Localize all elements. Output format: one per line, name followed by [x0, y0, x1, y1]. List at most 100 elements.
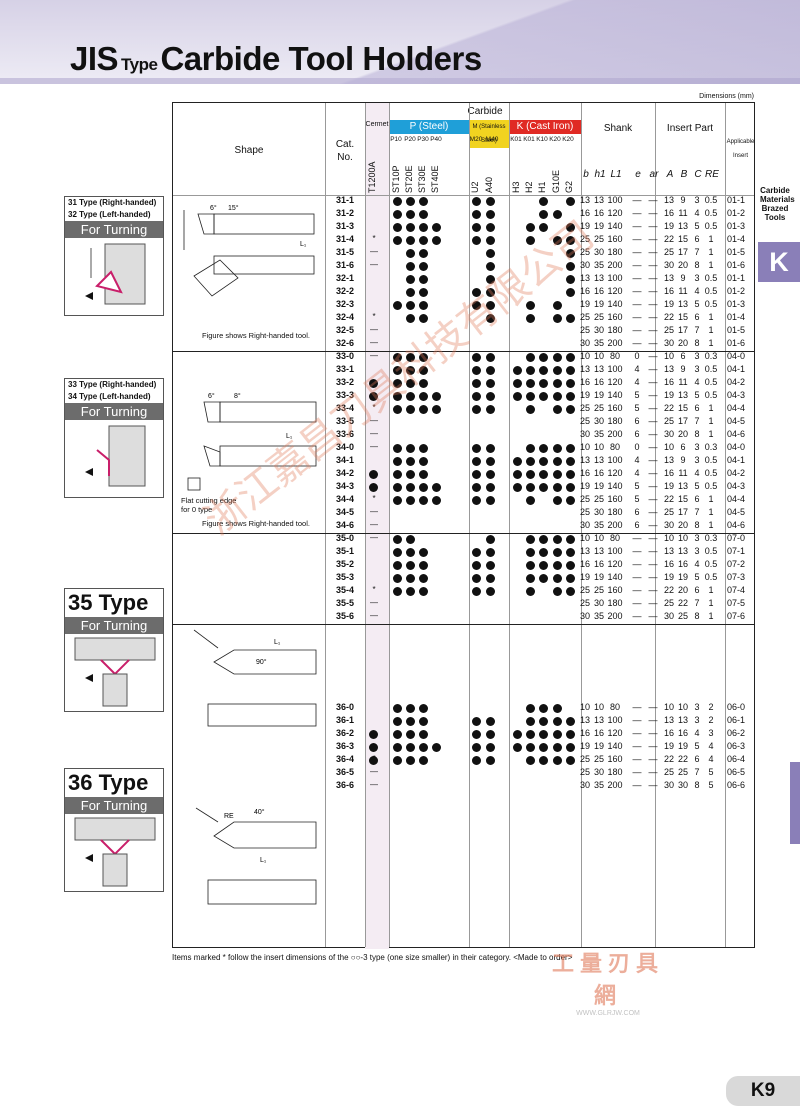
dim-value: 200: [607, 338, 623, 348]
group-36-turning: For Turning: [65, 797, 163, 814]
dim-value: 4: [708, 754, 714, 764]
availability-dot: [526, 470, 535, 479]
availability-dot: [393, 457, 402, 466]
dim-value: 25: [677, 767, 688, 777]
dim-value: 25: [663, 416, 674, 426]
cat-no: 36-3: [335, 741, 354, 751]
side-label: Carbide Materials Brazed Tools: [760, 186, 795, 222]
dim-value: 140: [607, 481, 623, 491]
dim-value: 0.5: [704, 390, 718, 400]
dim-value: —: [648, 494, 658, 504]
dim-value: 0.5: [704, 377, 718, 387]
dim-value: 200: [607, 429, 623, 439]
dim-value: 6: [680, 442, 686, 452]
availability-dot: [553, 483, 562, 492]
dim-value: 30: [593, 507, 604, 517]
grade-label: A40: [484, 176, 494, 193]
dim-value: 25: [579, 325, 590, 335]
availability-dot: [553, 379, 562, 388]
availability-dot: [539, 704, 548, 713]
availability-dot: [539, 210, 548, 219]
dim-value: 06-4: [726, 754, 745, 764]
availability-dot: [393, 366, 402, 375]
availability-dot: [486, 730, 495, 739]
dim-value: 16: [593, 559, 604, 569]
dim-col-label: RE: [705, 169, 719, 180]
dim-value: 15: [677, 312, 688, 322]
dim-value: 13: [663, 546, 674, 556]
availability-dot: [539, 561, 548, 570]
availability-dot: [419, 730, 428, 739]
svg-text:RE: RE: [224, 813, 234, 820]
group-rule: [173, 533, 754, 534]
dim-value: 10: [663, 351, 674, 361]
dim-value: 06-0: [726, 702, 745, 712]
dim-value: —: [632, 312, 642, 322]
cat-no: 36-1: [335, 715, 354, 725]
dim-value: 3: [694, 351, 700, 361]
dim-value: 04-6: [726, 520, 745, 530]
dim-value: —: [648, 364, 658, 374]
availability-dot: [432, 236, 441, 245]
dim-value: —: [632, 260, 642, 270]
availability-dot: [472, 379, 481, 388]
availability-dot: [393, 223, 402, 232]
dim-value: 9: [680, 273, 686, 283]
dim-value: —: [632, 325, 642, 335]
availability-dot: [419, 444, 428, 453]
dim-value: 10: [593, 442, 604, 452]
svg-text:90°: 90°: [256, 658, 267, 666]
dim-value: —: [632, 741, 642, 751]
dim-value: 25: [579, 416, 590, 426]
dim-value: 4: [694, 377, 700, 387]
dim-value: 6: [694, 754, 700, 764]
dim-value: 30: [579, 338, 590, 348]
availability-dot: [486, 392, 495, 401]
cat-no: 33-1: [335, 364, 354, 374]
cermet-mark: —: [370, 533, 378, 542]
dim-value: 13: [677, 715, 688, 725]
availability-dot: [393, 561, 402, 570]
availability-dot: [486, 561, 495, 570]
availability-dot: [419, 483, 428, 492]
availability-dot: [566, 405, 575, 414]
availability-dot: [406, 587, 415, 596]
dim-value: 0.5: [704, 455, 718, 465]
availability-dot: [553, 314, 562, 323]
dim-value: 100: [607, 455, 623, 465]
dim-value: 04-0: [726, 351, 745, 361]
dim-value: —: [648, 325, 658, 335]
dim-value: 13: [663, 455, 674, 465]
dim-value: 140: [607, 741, 623, 751]
cat-no: 36-0: [335, 702, 354, 712]
dim-value: —: [632, 767, 642, 777]
grade-top-label: K20: [562, 136, 574, 143]
dim-value: 140: [607, 390, 623, 400]
footnote: Items marked * follow the insert dimensi…: [172, 953, 573, 962]
dim-value: 13: [579, 455, 590, 465]
section-tab-k[interactable]: K: [758, 242, 800, 282]
cat-no: 34-4: [335, 494, 354, 504]
availability-dot: [526, 561, 535, 570]
dim-value: 20: [677, 338, 688, 348]
dim-value: 13: [677, 299, 688, 309]
availability-dot: [419, 457, 428, 466]
cat-no: 31-5: [335, 247, 354, 257]
dim-value: 5: [694, 741, 700, 751]
dim-value: 04-1: [726, 455, 745, 465]
dim-value: 120: [607, 208, 623, 218]
dim-value: —: [648, 598, 658, 608]
grade-label: T1200A: [367, 161, 377, 193]
grid-line: [509, 103, 510, 947]
tool-drawing-31: 6°15°L₁: [183, 204, 315, 297]
availability-dot: [406, 561, 415, 570]
dim-value: 0.5: [704, 364, 718, 374]
grade-label: G2: [564, 180, 574, 193]
svg-text:15°: 15°: [228, 204, 239, 212]
availability-dot: [419, 314, 428, 323]
dim-value: 3: [694, 442, 700, 452]
dim-value: 7: [694, 767, 700, 777]
availability-dot: [406, 730, 415, 739]
